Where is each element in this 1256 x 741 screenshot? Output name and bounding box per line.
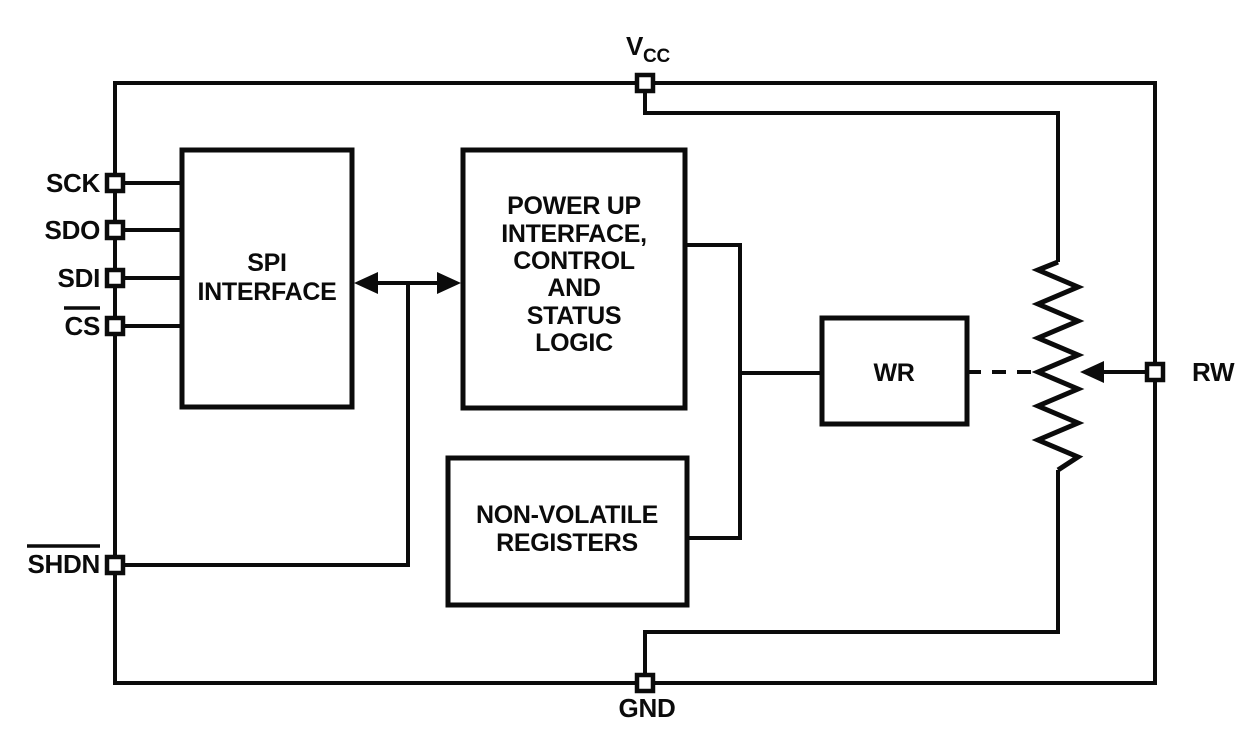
shdn-label: SHDN bbox=[28, 549, 100, 579]
sdo-label: SDO bbox=[45, 215, 101, 245]
spi-interface-block bbox=[179, 147, 355, 410]
power-up-label-line3: CONTROL bbox=[513, 247, 635, 275]
spi-block-label-line1: SPI bbox=[247, 249, 286, 277]
arrowhead-right-icon bbox=[437, 272, 461, 294]
resistor-ladder-icon bbox=[1031, 259, 1085, 473]
nonvolatile-label-line2: REGISTERS bbox=[496, 529, 638, 557]
cs-pin bbox=[104, 315, 126, 337]
nonvolatile-registers-block bbox=[445, 455, 690, 608]
nonvolatile-label-line1: NON-VOLATILE bbox=[476, 501, 658, 529]
power-up-control-block bbox=[460, 147, 688, 411]
power-up-label-line5: STATUS bbox=[527, 302, 622, 330]
gnd-pin bbox=[634, 672, 656, 694]
cs-label: CS bbox=[64, 311, 100, 341]
gnd-label: GND bbox=[619, 693, 676, 723]
sdi-label: SDI bbox=[58, 263, 100, 293]
vcc-resistor-wire bbox=[643, 89, 1060, 262]
wiper-arrowhead-icon bbox=[1080, 361, 1104, 383]
sck-label: SCK bbox=[46, 168, 101, 198]
sdo-pin bbox=[104, 219, 126, 241]
gnd-resistor-wire bbox=[643, 470, 1060, 677]
rw-pin bbox=[1144, 361, 1166, 383]
sdi-pin bbox=[104, 267, 126, 289]
power-up-label-line4: AND bbox=[547, 274, 600, 302]
vcc-label: VCC bbox=[626, 31, 670, 67]
control-register-bus bbox=[685, 243, 742, 540]
power-up-label-line1: POWER UP bbox=[507, 192, 641, 220]
shdn-pin bbox=[104, 554, 126, 576]
vcc-pin bbox=[634, 72, 656, 94]
arrowhead-left-icon bbox=[354, 272, 378, 294]
shdn-wire bbox=[123, 281, 410, 567]
spi-block-label-line2: INTERFACE bbox=[198, 278, 337, 306]
power-up-label-line2: INTERFACE, bbox=[501, 220, 647, 248]
power-up-label-line6: LOGIC bbox=[535, 329, 613, 357]
wr-block-label: WR bbox=[873, 359, 914, 387]
sck-pin bbox=[104, 172, 126, 194]
rw-label: RW bbox=[1192, 357, 1235, 387]
